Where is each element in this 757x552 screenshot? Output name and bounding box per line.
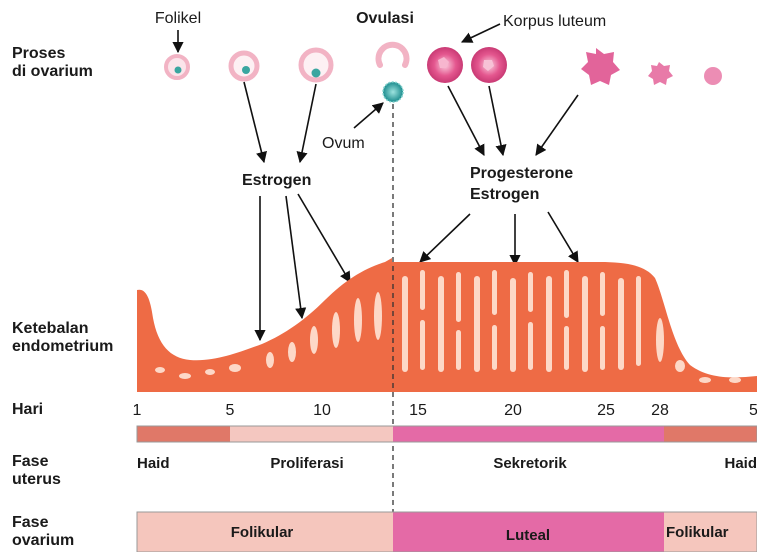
row-label-uterine-phase: Fase uterus — [12, 453, 61, 489]
endometrium-layer — [137, 258, 757, 392]
label-estrogen: Estrogen — [242, 172, 311, 190]
row-label-endometrium: Ketebalan endometrium — [12, 320, 113, 356]
uterine-phase-segment-proliferasi — [230, 426, 393, 442]
corpus-luteum-stage-4 — [648, 62, 673, 85]
follicle-stage-2 — [231, 53, 257, 79]
ovarian-phase-label-luteal: Luteal — [506, 528, 550, 545]
ovum-pointer-arrow — [354, 103, 383, 128]
day-tick: 15 — [409, 402, 427, 420]
day-tick: 20 — [504, 402, 522, 420]
follicle-to-estrogen-arrow-2 — [300, 84, 316, 162]
follicle-to-estrogen-arrow-1 — [244, 82, 264, 162]
row-label-ovarian-phase: Fase ovarium — [12, 514, 74, 550]
progesterone-to-endometrium-arrow-3 — [548, 212, 578, 262]
corpus-luteum-stage-3 — [581, 48, 620, 85]
corpus-luteum-stage-1 — [427, 47, 463, 83]
uterine-phase-label-haid: Haid — [137, 456, 170, 473]
uterine-phase-segment-haid — [137, 426, 230, 442]
estrogen-to-endometrium-arrow-2 — [286, 196, 302, 318]
day-tick: 10 — [313, 402, 331, 420]
ovum-cell — [383, 82, 403, 102]
corpus-luteum-stage-2 — [471, 47, 507, 83]
progesterone-to-endometrium-arrow-1 — [420, 214, 470, 262]
uterine-phase-segment-sekretorik — [393, 426, 664, 442]
follicle-stage-1 — [166, 56, 188, 78]
day-tick: 1 — [133, 402, 142, 420]
corpus-albicans — [704, 67, 722, 85]
uterine-phase-label-proliferasi: Proliferasi — [270, 456, 343, 473]
day-tick: 5 — [226, 402, 235, 420]
corpus-luteum-to-progesterone-arrow-2 — [489, 86, 503, 155]
corpus-luteum-to-progesterone-arrow-1 — [448, 86, 484, 155]
uterine-phase-label-sekretorik: Sekretorik — [493, 456, 566, 473]
day-tick: 28 — [651, 402, 669, 420]
label-corpus-luteum: Korpus luteum — [503, 13, 606, 31]
corpus-luteum-to-progesterone-arrow-3 — [536, 95, 578, 155]
ovarian-phase-label-folikular: Folikular — [231, 525, 294, 542]
corpus-luteum-pointer-arrow — [462, 24, 500, 42]
uterine-phase-segment-haid-2 — [664, 426, 757, 442]
row-label-day: Hari — [12, 401, 43, 419]
uterine-phase-bar — [137, 426, 757, 442]
ruptured-follicle — [379, 45, 407, 65]
label-ovulation: Ovulasi — [356, 10, 414, 28]
uterine-phase-label-haid-2: Haid — [724, 456, 757, 473]
estrogen-to-endometrium-arrow-3 — [298, 194, 350, 282]
label-ovum: Ovum — [322, 135, 365, 153]
day-tick: 5 — [749, 402, 757, 420]
follicle-stage-3 — [301, 50, 331, 80]
day-tick: 25 — [597, 402, 615, 420]
label-progesterone: Progesterone — [470, 165, 573, 183]
ovarian-phase-label-folikular-2: Folikular — [666, 525, 729, 542]
label-estrogen-luteal: Estrogen — [470, 186, 539, 204]
row-label-ovary-process: Proses di ovarium — [12, 45, 93, 81]
label-follicle: Folikel — [155, 10, 201, 28]
